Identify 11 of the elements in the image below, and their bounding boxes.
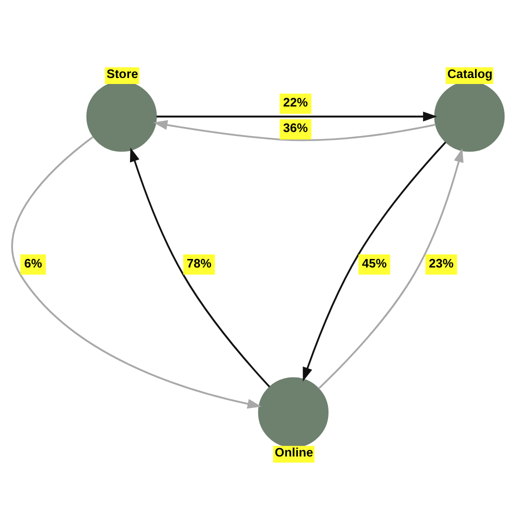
edge-label: 22% <box>283 96 308 110</box>
edge-label: 36% <box>283 121 308 136</box>
arrow <box>156 112 438 122</box>
arrow <box>302 142 446 382</box>
edge-label: 78% <box>186 256 212 270</box>
arrow <box>130 148 270 388</box>
edge-label: 45% <box>362 256 387 270</box>
arrow <box>318 148 464 390</box>
edge-label: 6% <box>24 256 42 270</box>
edge-label: 23% <box>428 256 454 270</box>
arrow <box>11 136 262 409</box>
